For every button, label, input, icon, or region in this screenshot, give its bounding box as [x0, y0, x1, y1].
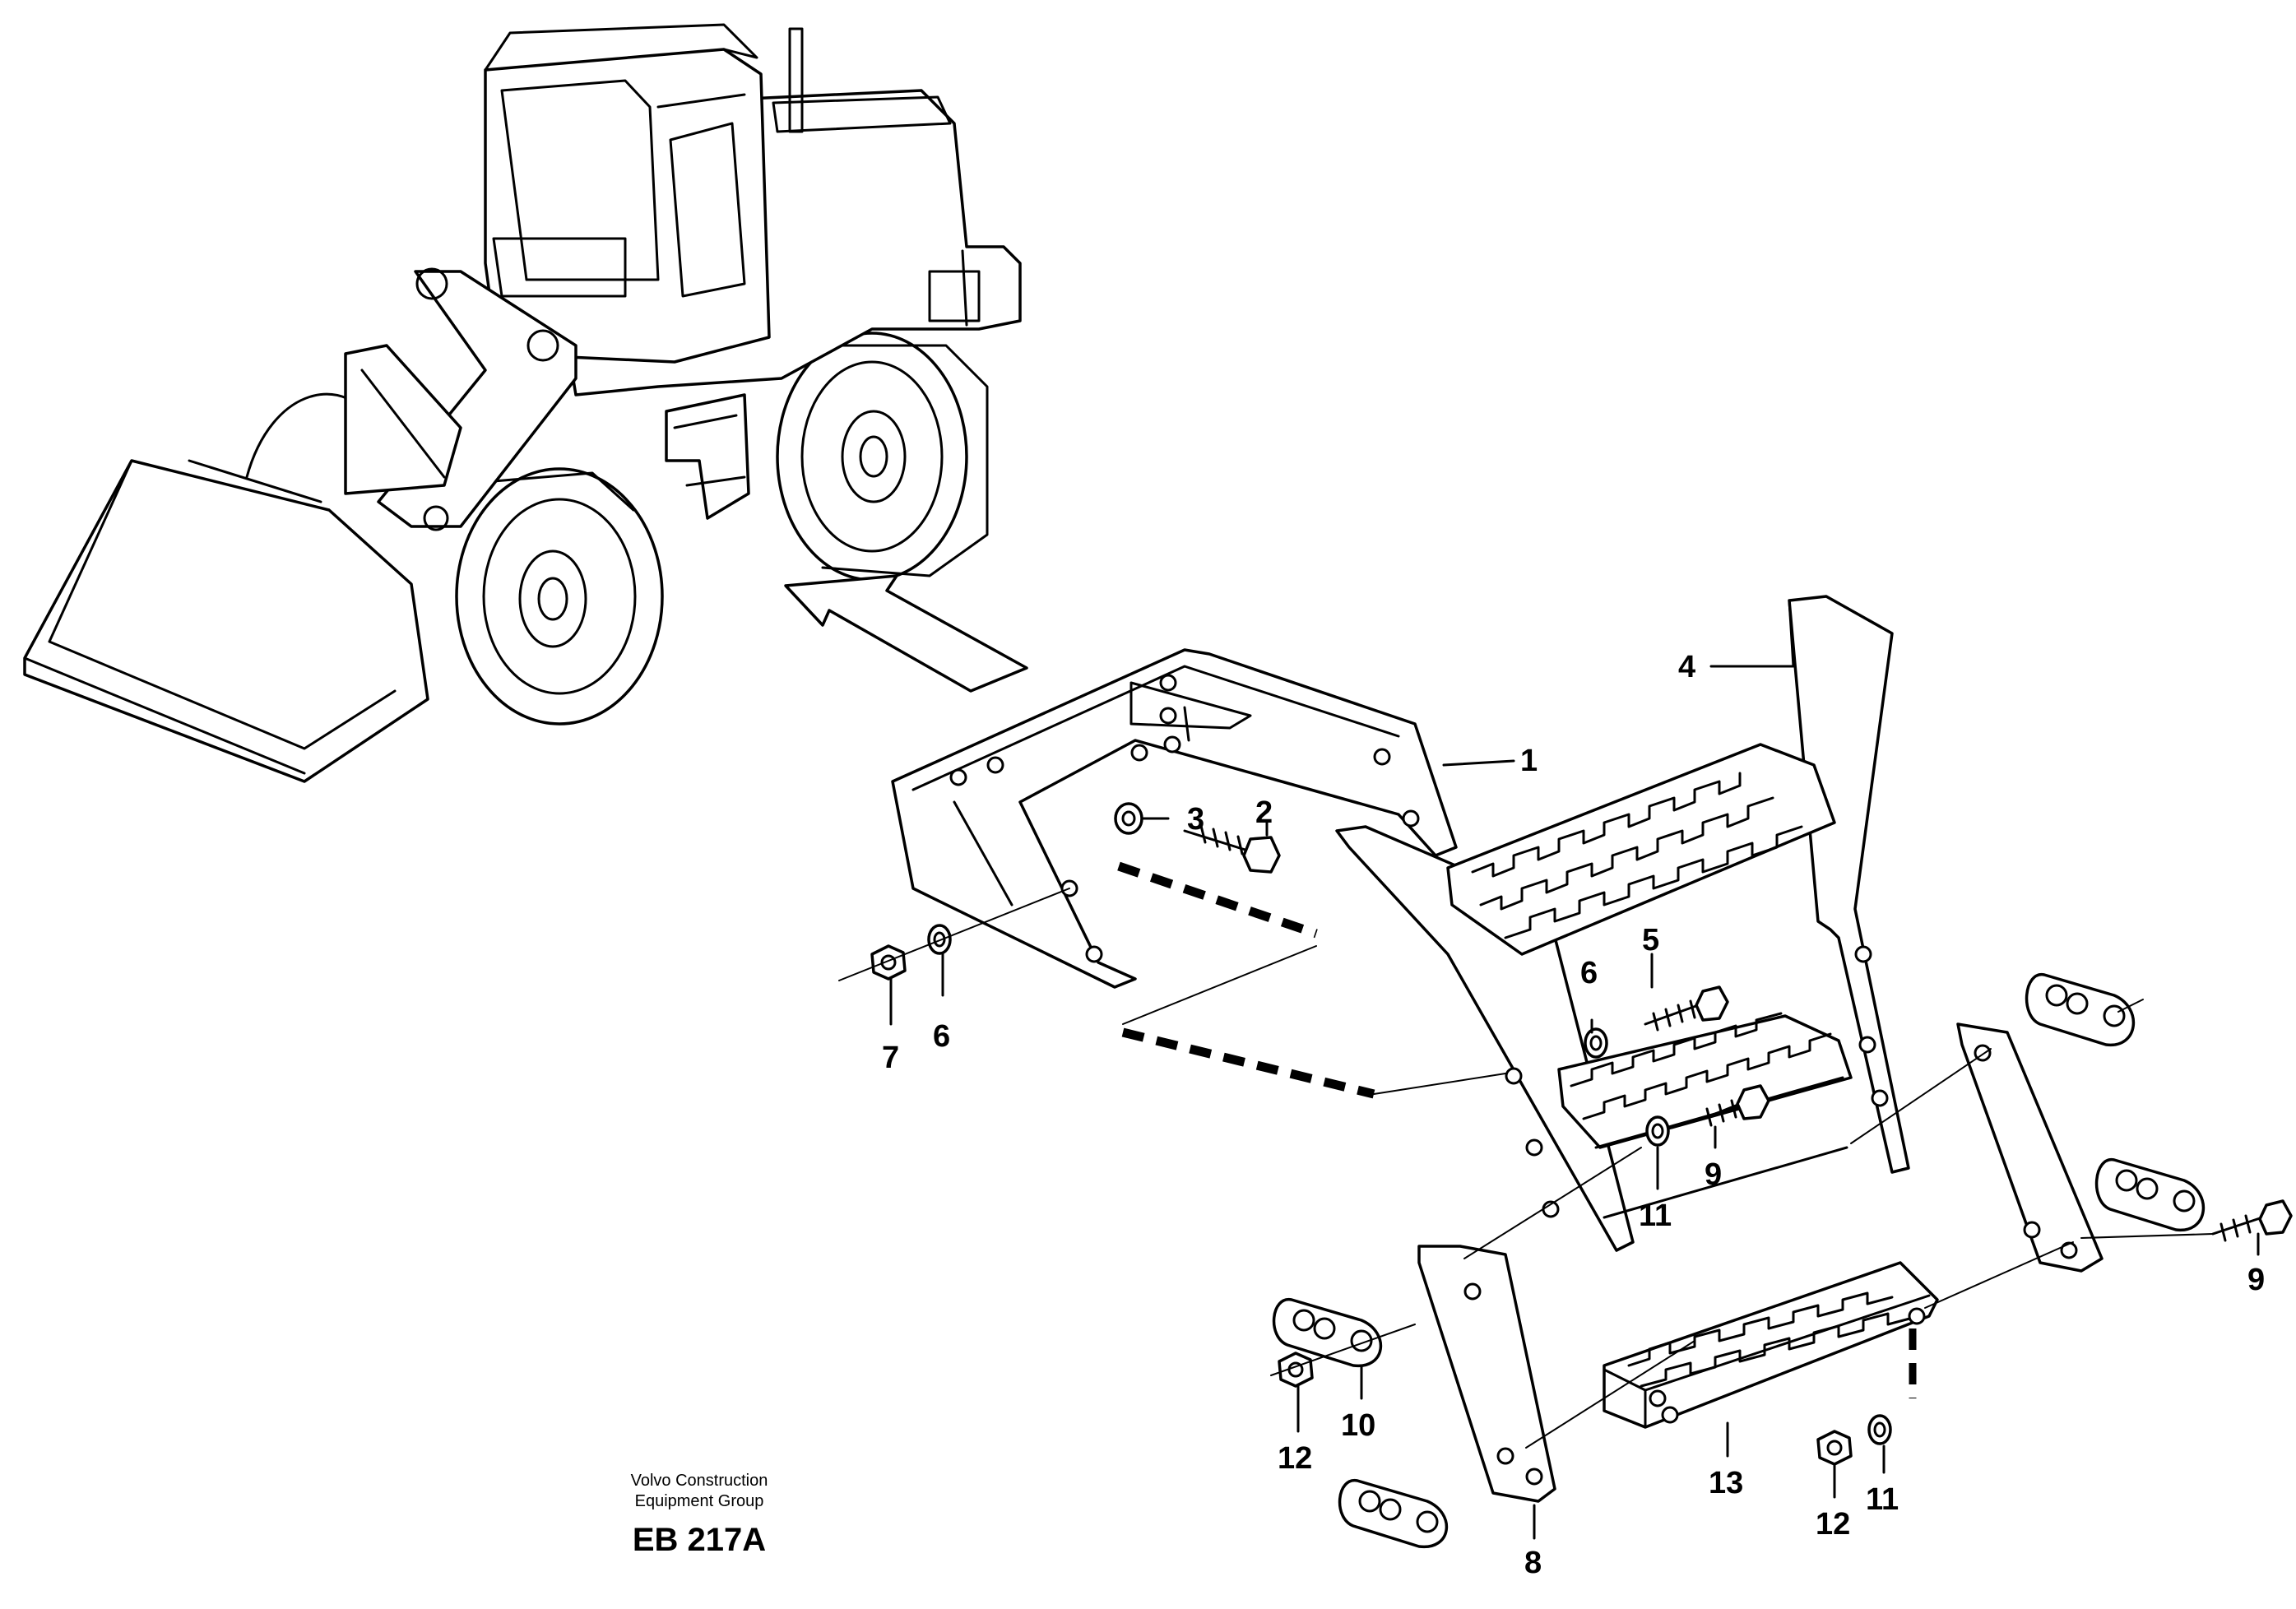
front-wheel [455, 467, 664, 726]
callout-10: 10 [1341, 1408, 1375, 1443]
bolt-part-2 [1183, 824, 1281, 874]
callout-11-center: 11 [1639, 1199, 1672, 1233]
assembly-line-b [1373, 1073, 1506, 1095]
link-plate-part-10-c [2025, 973, 2136, 1046]
callout-2: 2 [1255, 795, 1273, 830]
callout-9-center: 9 [1705, 1157, 1722, 1192]
callout-12-left: 12 [1278, 1441, 1312, 1476]
dashed-leader-1 [1117, 861, 1318, 939]
boom-arms [344, 267, 577, 531]
washer-part-11-right [1867, 1414, 1892, 1445]
axis-1 [1463, 1147, 1642, 1259]
machine-step-assembly [665, 393, 750, 520]
callout-5: 5 [1642, 923, 1659, 958]
axis-4 [2080, 1233, 2214, 1239]
washer-part-11-center [1645, 1115, 1670, 1147]
ladder-part-4 [1335, 595, 1910, 1252]
callout-6-right: 6 [1580, 956, 1598, 990]
company-name-line-2: Equipment Group [634, 1492, 764, 1510]
callout-leaders [889, 599, 2260, 1540]
callout-7: 7 [882, 1041, 899, 1075]
bolt-part-5 [1644, 985, 1729, 1032]
step-frame-part-1 [891, 648, 1458, 989]
link-plate-part-10-d [2094, 1158, 2206, 1231]
callout-6-left: 6 [933, 1019, 950, 1054]
assembly-line-a [1122, 945, 1317, 1025]
upper-tread [1446, 743, 1836, 956]
wheel-loader-illustration [23, 23, 1022, 783]
spacer-bar-part-8-left [1417, 1245, 1556, 1503]
washer-part-3 [1114, 802, 1143, 835]
rear-wheel [776, 332, 989, 582]
company-name-line-1: Volvo Construction [630, 1472, 768, 1490]
nut-part-12-right [1816, 1430, 1853, 1466]
axis-2 [1525, 1340, 1695, 1449]
link-plate-part-10-b [1338, 1479, 1449, 1549]
callout-1: 1 [1520, 744, 1538, 778]
drawing-code: EB 217A [632, 1522, 767, 1558]
callout-4: 4 [1678, 650, 1695, 684]
direction-arrow [784, 574, 1028, 693]
callout-3: 3 [1187, 802, 1204, 837]
washer-part-6-left [927, 924, 952, 955]
callout-numbers: 1 2 3 4 5 6 6 7 8 9 9 10 11 11 12 12 13 [882, 650, 2265, 1580]
loader-bucket [23, 459, 429, 783]
callout-11-right: 11 [1866, 1482, 1899, 1517]
callout-8: 8 [1524, 1546, 1542, 1580]
axis-5 [2117, 999, 2144, 1013]
axis-6 [1924, 1241, 2074, 1309]
fastener-axis-left [838, 888, 1070, 981]
washer-part-6-right [1584, 1027, 1608, 1059]
lower-tread [1557, 1012, 1853, 1149]
bolt-part-9-right [2211, 1199, 2293, 1242]
dashed-leader-2 [1121, 1027, 1375, 1099]
fastener-axis-bottom-left [1270, 1324, 1416, 1376]
spacer-bar-part-8-right [1956, 1022, 2104, 1273]
axis-3 [1850, 1048, 1992, 1144]
bottom-step-part-13 [1603, 1261, 1939, 1429]
callout-9-right: 9 [2247, 1263, 2265, 1297]
link-plate-part-10-a [1272, 1298, 1383, 1368]
callout-13: 13 [1709, 1466, 1743, 1500]
bolt-part-9-center [1701, 1084, 1770, 1127]
operator-cab [484, 23, 771, 364]
callout-12-right: 12 [1816, 1507, 1850, 1542]
nut-part-7 [870, 944, 907, 981]
nut-part-12-left [1278, 1352, 1314, 1388]
